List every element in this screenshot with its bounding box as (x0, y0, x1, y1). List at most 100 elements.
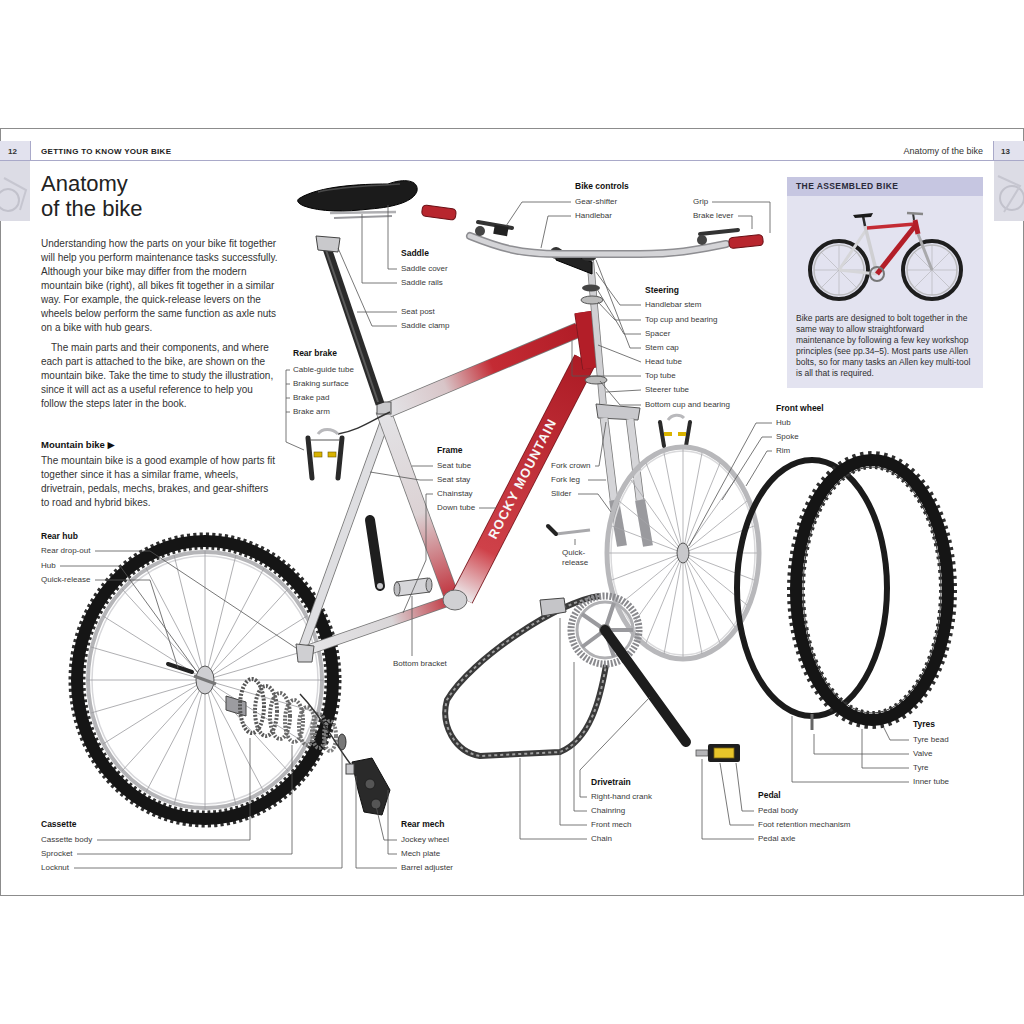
mini-wheel (810, 241, 961, 299)
part-label: Steerer tube (645, 385, 689, 395)
handlebar-drawing (470, 236, 726, 254)
steering-drawing (581, 296, 603, 304)
rear-brake-drawing (314, 452, 322, 457)
handlebar-drawing (421, 205, 456, 221)
fork-drawing (604, 418, 614, 500)
part-label: Saddle clamp (401, 321, 449, 331)
leader-line (814, 734, 909, 754)
front-wheel-drawing (607, 447, 759, 659)
rear-mech-drawing (365, 779, 375, 789)
running-head: Anatomy of the bike (903, 146, 983, 157)
drivetrain-drawing (445, 596, 606, 756)
leader-line (689, 423, 772, 546)
frame-drawing (388, 330, 578, 410)
leader-line (376, 806, 397, 840)
tyre-drawing (737, 460, 948, 730)
part-label: Front mech (591, 820, 631, 830)
pedal-drawing (696, 750, 708, 756)
bottom-bracket-drawing (396, 578, 430, 596)
leader-line (597, 289, 641, 334)
mini-frame (907, 213, 923, 214)
part-label: Brake arm (293, 407, 330, 417)
part-label: Top cup and bearing (645, 315, 718, 325)
part-label: Saddle rails (401, 278, 443, 288)
tyre-drawing (803, 467, 941, 713)
rear-mech-drawing (346, 764, 354, 774)
fork-drawing (604, 418, 614, 500)
leader-line (598, 345, 641, 362)
part-label: Bottom cup and bearing (645, 400, 730, 410)
part-label: Spoke (776, 432, 799, 442)
part-label: Fork crown (551, 461, 591, 471)
mini-wheel (814, 245, 957, 295)
drivetrain-drawing (605, 630, 686, 742)
page-number: 13 (1001, 146, 1010, 157)
part-label: Jockey wheel (401, 835, 449, 845)
running-head: GETTING TO KNOW YOUR BIKE (41, 146, 171, 157)
part-label: Brake lever (693, 211, 733, 221)
rear-wheel (77, 541, 333, 819)
part-label: Quick- release (562, 548, 592, 568)
leader-line (338, 248, 397, 326)
part-label: Saddle cover (401, 264, 448, 274)
part-label: Tyre bead (913, 735, 949, 745)
leader-line (580, 697, 650, 797)
steering-drawing (550, 247, 607, 404)
part-label: Quick-release (41, 575, 90, 585)
leader-line (578, 494, 611, 512)
page-frame (1, 129, 1024, 896)
frame-drawing (302, 600, 452, 652)
leader-line (506, 202, 571, 226)
front-brake-drawing (660, 422, 664, 446)
bottom-bracket-drawing (394, 578, 432, 596)
frame-drawing (296, 312, 592, 662)
group-heading: Steering (645, 285, 679, 296)
rear-brake-drawing (328, 452, 336, 457)
info-panel: THE ASSEMBLED BIKE Bike parts are design… (787, 177, 983, 388)
group-heading: Rear mech (401, 819, 444, 830)
front-brake-drawing (668, 415, 684, 420)
part-label: Gear-shifter (575, 197, 617, 207)
page-number: 12 (8, 146, 17, 157)
pedal-drawing (696, 744, 740, 762)
part-label: Mech plate (401, 849, 440, 859)
group-heading: Front wheel (776, 403, 824, 414)
page-frame (994, 141, 1024, 160)
leader-line (403, 494, 433, 613)
leader-line (574, 662, 587, 811)
cassette-drawing (255, 686, 277, 736)
leader-line (520, 758, 587, 839)
leader-line (356, 776, 397, 868)
cassette-drawing (324, 721, 336, 751)
rear-mech-drawing (352, 758, 390, 815)
part-label: Sprocket (41, 849, 73, 859)
part-label: Top tube (645, 371, 676, 381)
handlebar-drawing (493, 225, 508, 236)
leader-line (77, 745, 292, 854)
part-label: Rear drop-out (41, 546, 90, 556)
part-label: Valve (913, 749, 932, 759)
leader-line (736, 763, 754, 811)
handlebar-drawing (697, 235, 707, 245)
page-title: Anatomy of the bike (41, 171, 147, 221)
front-quick-release-drawing (548, 526, 590, 534)
rear-brake-drawing (338, 412, 390, 434)
part-label: Pedal body (758, 806, 798, 816)
body-text: The main parts and their components, and… (41, 341, 279, 411)
part-label: Rim (776, 446, 790, 456)
frame-drawing (296, 644, 314, 662)
pedal-drawing (714, 748, 734, 758)
group-heading: Saddle (401, 248, 429, 259)
saddle-drawing (334, 216, 392, 218)
panel-heading: THE ASSEMBLED BIKE (787, 177, 983, 196)
leader-line (595, 422, 606, 466)
fork-drawing (596, 404, 648, 546)
group-heading: Rear hub (41, 531, 78, 542)
assembled-bike-picture (787, 196, 983, 308)
leader-line (738, 216, 752, 229)
part-label: Chain (591, 834, 612, 844)
part-label: Braking surface (293, 379, 349, 389)
pedal-drawing (708, 744, 740, 762)
rear-brake-drawing (308, 412, 390, 478)
rear-brake-drawing (310, 440, 340, 441)
